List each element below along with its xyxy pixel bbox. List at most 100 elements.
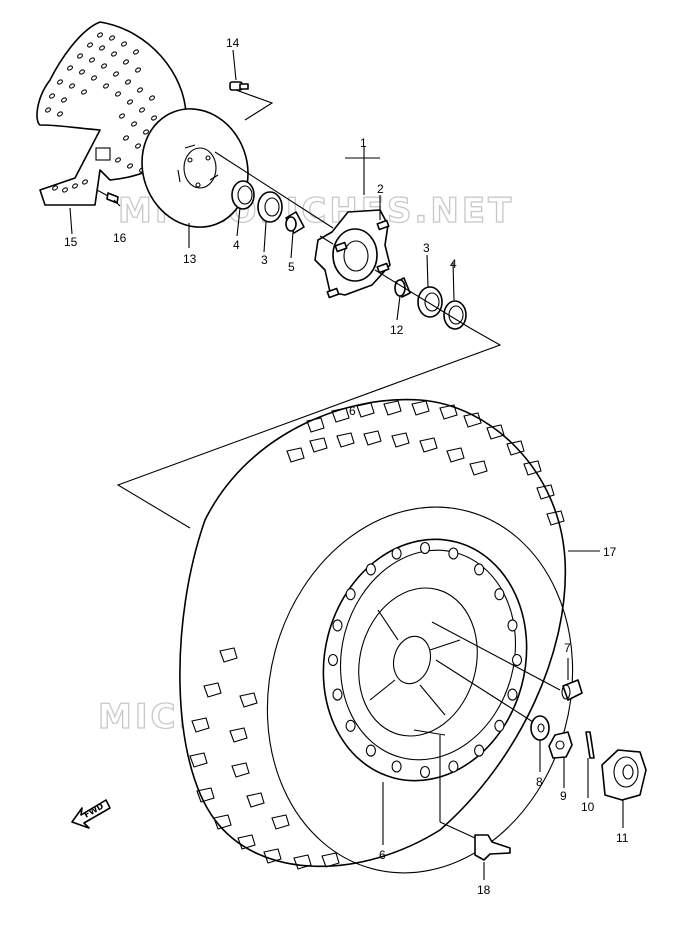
tread-block — [486, 424, 505, 440]
rim-rivet — [332, 688, 343, 701]
oil-seal-left — [231, 180, 255, 210]
rim-rivet — [448, 547, 459, 560]
tread-block — [363, 430, 382, 446]
collar — [394, 277, 411, 298]
rim-rivet — [511, 653, 523, 667]
rim-rivet — [391, 547, 402, 560]
rim-rivet — [327, 653, 339, 667]
callout-2: 2 — [377, 182, 384, 196]
tread-block — [229, 727, 248, 743]
callout-14: 14 — [226, 36, 240, 50]
guard-hole — [131, 121, 137, 127]
hub-cap — [601, 749, 647, 801]
guard-hole — [121, 41, 127, 47]
tread-block — [213, 814, 232, 830]
callout-10: 10 — [581, 800, 595, 814]
tread-block — [391, 432, 410, 448]
tread-block — [419, 437, 438, 453]
tread-block — [246, 792, 265, 808]
tread-block — [506, 440, 525, 456]
tread-block — [219, 647, 238, 663]
tread-block — [191, 717, 210, 733]
rim-rivet — [365, 744, 376, 757]
rim-rivet — [474, 744, 485, 757]
castle-nut — [548, 731, 573, 759]
callout-3-right: 3 — [423, 241, 430, 255]
tread-block — [439, 404, 458, 420]
spacer — [285, 211, 305, 234]
tread-block — [196, 787, 215, 803]
rim-rivet — [494, 588, 505, 601]
callout-13: 13 — [183, 252, 197, 266]
guard-hole — [99, 45, 105, 51]
callout-4-left: 4 — [233, 238, 240, 252]
callout-labels: 14 1 2 15 16 13 4 3 5 3 4 12 6 17 7 8 9 … — [64, 36, 629, 897]
tread-block — [306, 417, 325, 433]
guard-hole — [149, 95, 155, 101]
rim-rivet — [448, 760, 459, 773]
tread-block — [356, 402, 375, 418]
tread-block — [383, 400, 402, 416]
tread-block — [411, 400, 430, 416]
guard-hole — [101, 63, 107, 69]
guard-hole — [103, 83, 109, 89]
rim-rivet — [474, 563, 485, 576]
callout-4-right: 4 — [450, 257, 457, 271]
rim-rivet — [332, 619, 343, 632]
tread-block — [231, 762, 250, 778]
disc-bolt — [229, 81, 249, 91]
wheel-nut — [561, 679, 583, 701]
guard-hole — [123, 135, 129, 141]
rim-rivet — [507, 619, 518, 632]
oil-seal-right — [443, 300, 467, 330]
bearing-left — [257, 191, 283, 223]
tread-block — [336, 432, 355, 448]
tread-block — [546, 510, 565, 526]
guard-hole — [69, 83, 75, 89]
guard-hole — [123, 59, 129, 65]
brake-disc — [141, 108, 249, 228]
tread-block — [536, 484, 555, 500]
rim-rivet — [419, 765, 431, 779]
rim-rivet — [365, 563, 376, 576]
guard-hole — [79, 69, 85, 75]
tread-block — [237, 834, 256, 850]
guard-hole — [135, 67, 141, 73]
guard-hole — [61, 97, 67, 103]
guard-hole — [49, 93, 55, 99]
guard-hole — [45, 107, 51, 113]
callout-3-left: 3 — [261, 253, 268, 267]
tread-block — [523, 460, 542, 476]
rim-rivet — [494, 719, 505, 732]
tread-block — [189, 752, 208, 768]
callout-6-top: 6 — [349, 404, 356, 418]
callout-17: 17 — [603, 545, 617, 559]
guard-hole — [111, 51, 117, 57]
callout-11: 11 — [616, 831, 629, 845]
guard-hole — [143, 129, 149, 135]
guard-hole — [135, 143, 141, 149]
tread-block — [331, 407, 350, 423]
rim-rivet — [507, 688, 518, 701]
guard-hole — [115, 91, 121, 97]
rim-rivet — [345, 588, 356, 601]
tread-block — [446, 447, 465, 463]
fwd-arrow-icon: FWD — [71, 799, 111, 829]
guard-hole — [91, 75, 97, 81]
callout-1: 1 — [360, 136, 367, 150]
axis-lines — [116, 89, 502, 529]
bearing-right — [417, 286, 443, 318]
guard-hole — [57, 111, 63, 117]
tread-block — [203, 682, 222, 698]
guard-hole — [127, 99, 133, 105]
wheel-rim — [322, 538, 528, 782]
guard-hole — [72, 183, 78, 189]
guard-hole — [89, 57, 95, 63]
tread-block — [309, 437, 328, 453]
callout-5: 5 — [288, 260, 295, 274]
tire-valve — [474, 834, 511, 861]
tread-block — [239, 692, 258, 708]
guard-hole — [139, 107, 145, 113]
tread-block — [469, 460, 488, 476]
